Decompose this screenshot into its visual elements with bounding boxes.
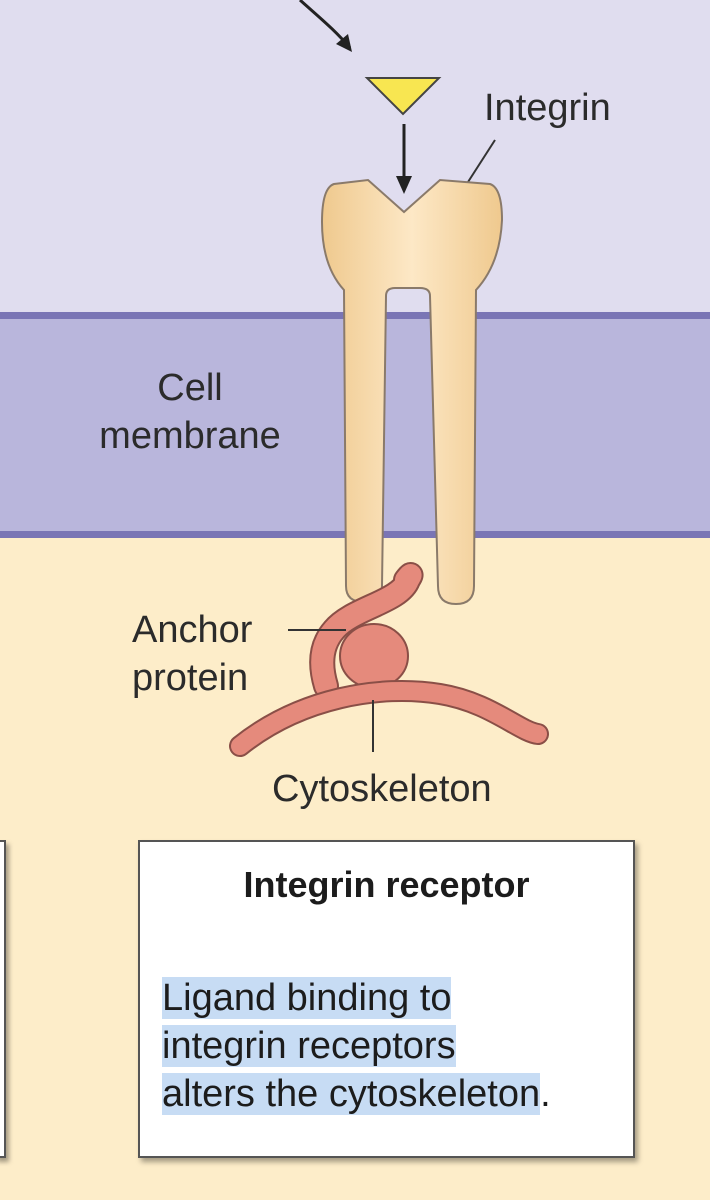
info-box-title: Integrin receptor [243,864,530,905]
info-box-trailing: . [540,1073,551,1115]
ligand-triangle [364,77,442,116]
binding-arrow-head [396,176,412,194]
integrin-pointer-line [467,139,496,183]
integrin-receptor [320,178,504,606]
info-box-line-3: alters the cytoskeleton [162,1073,541,1115]
info-box-line-2: integrin receptors [162,1025,456,1067]
cytoskeleton-label: Cytoskeleton [272,768,492,810]
integrin-receptor-info-box: Integrin receptor Ligand binding to inte… [138,840,635,1158]
cytoskeleton-filament-fill [231,681,547,755]
anchor-protein-label-line2: protein [132,657,249,699]
cell-membrane-label-line1: Cell [157,367,223,409]
anchor-protein-label: Anchor protein [132,606,252,702]
cell-membrane-label: Cell membrane [84,364,296,460]
anchor-protein-label-line1: Anchor [132,609,253,651]
info-box-line-1: Ligand binding to [162,977,452,1019]
anchor-protein-globule [339,623,409,689]
cell-membrane-label-line2: membrane [99,415,281,457]
anchor-protein-hook-fill [311,564,422,697]
info-box-body: Ligand binding to integrin receptors alt… [162,974,551,1118]
integrin-label: Integrin [484,87,611,129]
adjacent-panel-edge [0,840,6,1158]
incoming-arrow-head [336,34,352,52]
